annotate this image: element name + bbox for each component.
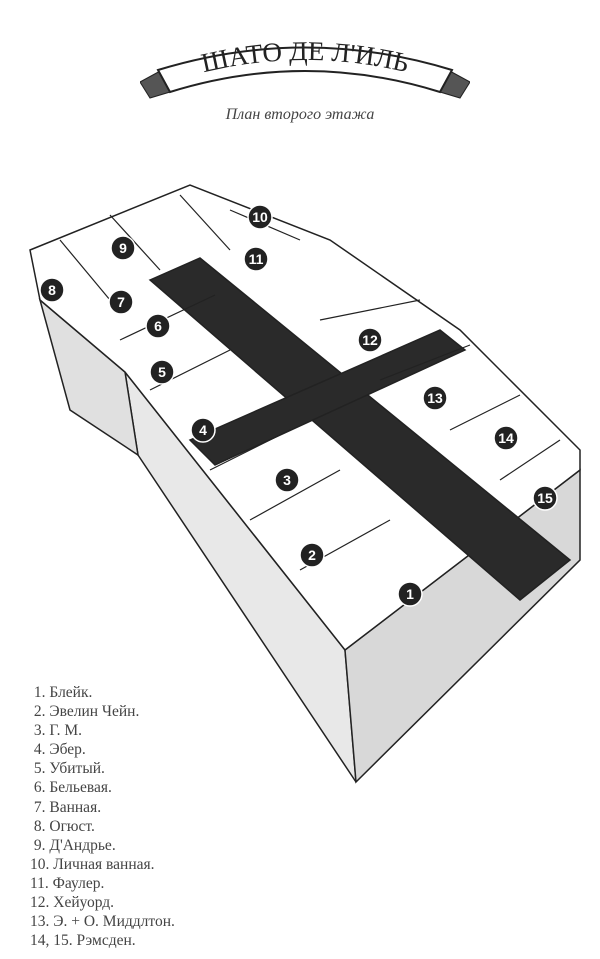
room-marker-2: 2 [299,542,325,568]
legend-item: 1. Блейк. [30,684,93,701]
room-marker-8: 8 [39,277,65,303]
svg-text:2: 2 [308,547,316,563]
room-marker-15: 15 [532,485,558,511]
room-marker-5: 5 [149,359,175,385]
legend-item: 11. Фаулер. [30,874,105,892]
room-marker-9: 9 [110,235,136,261]
svg-text:6: 6 [154,318,162,334]
svg-text:1: 1 [406,586,414,602]
legend-item: 14, 15. Рэмсден. [30,932,136,950]
legend-item: 6. Бельевая. [30,779,112,797]
legend-item: 12. Хейуорд. [30,894,115,912]
legend-item: 10. Личная ванная. [30,855,155,873]
room-marker-11: 11 [243,246,269,272]
svg-text:10: 10 [252,209,268,225]
room-legend: 1. Блейк. 2. Эвелин Чейн. 3. Г. М. 4. Эб… [30,683,175,950]
legend-item: 7. Ванная. [30,798,102,816]
legend-item: 5. Убитый. [30,760,105,778]
svg-text:9: 9 [119,240,127,256]
svg-text:7: 7 [117,294,125,310]
room-marker-3: 3 [274,467,300,493]
cross-corridor [188,329,467,466]
main-corridor [148,257,572,601]
svg-text:15: 15 [537,490,553,506]
room-marker-13: 13 [422,385,448,411]
room-marker-1: 1 [397,581,423,607]
svg-text:5: 5 [158,364,166,380]
title-banner: ШАТО ДЕ Л'ИЛЬ [140,36,470,99]
svg-text:4: 4 [199,422,207,438]
room-marker-7: 7 [108,289,134,315]
svg-text:3: 3 [283,472,291,488]
legend-item: 9. Д'Андрье. [30,836,116,854]
room-marker-10: 10 [247,204,273,230]
legend-item: 8. Огюст. [30,817,95,835]
svg-text:13: 13 [427,390,443,406]
room-marker-4: 4 [190,417,216,443]
legend-item: 2. Эвелин Чейн. [30,703,140,721]
svg-text:14: 14 [498,430,514,446]
room-marker-12: 12 [357,327,383,353]
room-marker-6: 6 [145,313,171,339]
svg-text:8: 8 [48,282,56,298]
legend-item: 13. Э. + О. Миддлтон. [30,913,175,931]
legend-item: 4. Эбер. [30,741,86,759]
svg-text:12: 12 [362,332,378,348]
subtitle: План второго этажа [225,106,375,123]
svg-text:11: 11 [249,251,264,267]
room-marker-14: 14 [493,425,519,451]
legend-item: 3. Г. М. [30,722,82,740]
